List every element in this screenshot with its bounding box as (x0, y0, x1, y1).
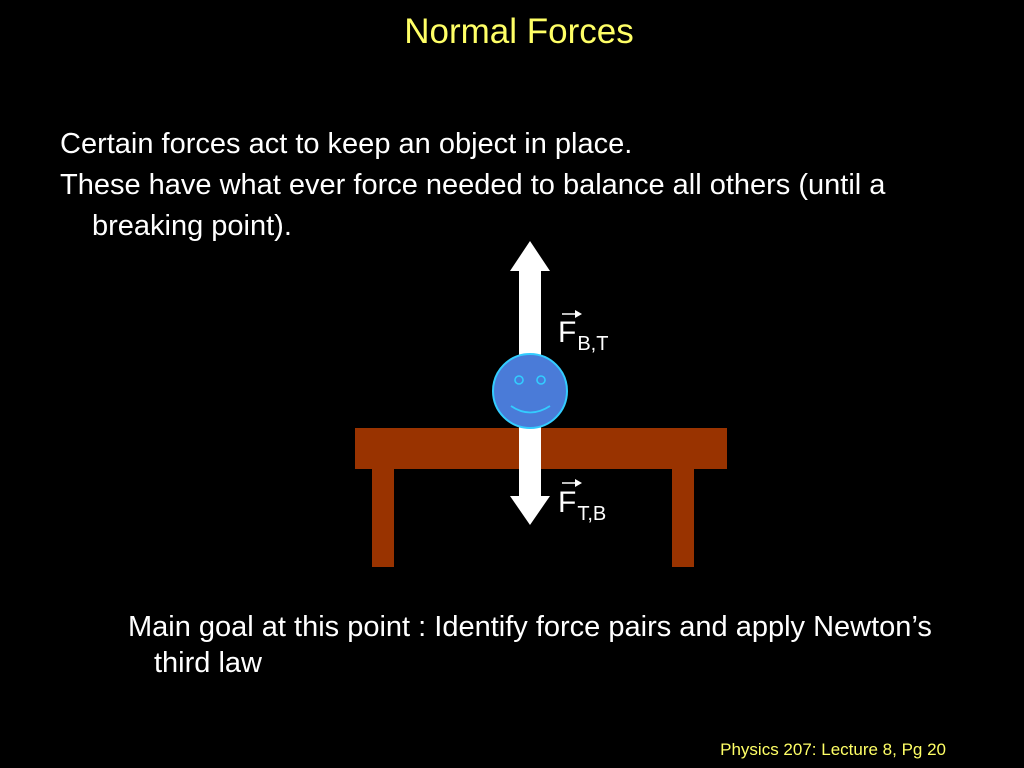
main-goal-text: Main goal at this point : Identify force… (128, 611, 932, 679)
ball-smile (510, 405, 551, 414)
downward-force-arrow (510, 418, 550, 525)
slide-title: Normal Forces (404, 12, 634, 51)
bullet-item-2: These have what ever force needed to bal… (60, 169, 886, 242)
slide-footer: Physics 207: Lecture 8, Pg 20 (720, 740, 946, 759)
ball-right-eye (536, 375, 546, 385)
vector-arrow-icon-upper (562, 310, 582, 318)
bullet-item-1: Certain forces act to keep an object in … (60, 128, 633, 160)
force-subscript: B,T (577, 333, 609, 355)
table-leg-left (372, 468, 394, 567)
ball-smiley (492, 353, 568, 429)
force-subscript: T,B (577, 503, 607, 525)
ball-body (492, 353, 568, 429)
ball-left-eye (514, 375, 524, 385)
table-leg-right (672, 468, 694, 567)
force-symbol: F (558, 316, 577, 349)
vector-arrow-icon-lower (562, 479, 582, 487)
bullet-list: Certain forces act to keep an object in … (60, 124, 960, 247)
force-label-ball-on-table-up: FB,T (558, 316, 609, 355)
upward-force-arrow (510, 241, 550, 372)
force-symbol: F (558, 486, 577, 519)
force-label-table-on-ball-down: FT,B (558, 486, 607, 525)
